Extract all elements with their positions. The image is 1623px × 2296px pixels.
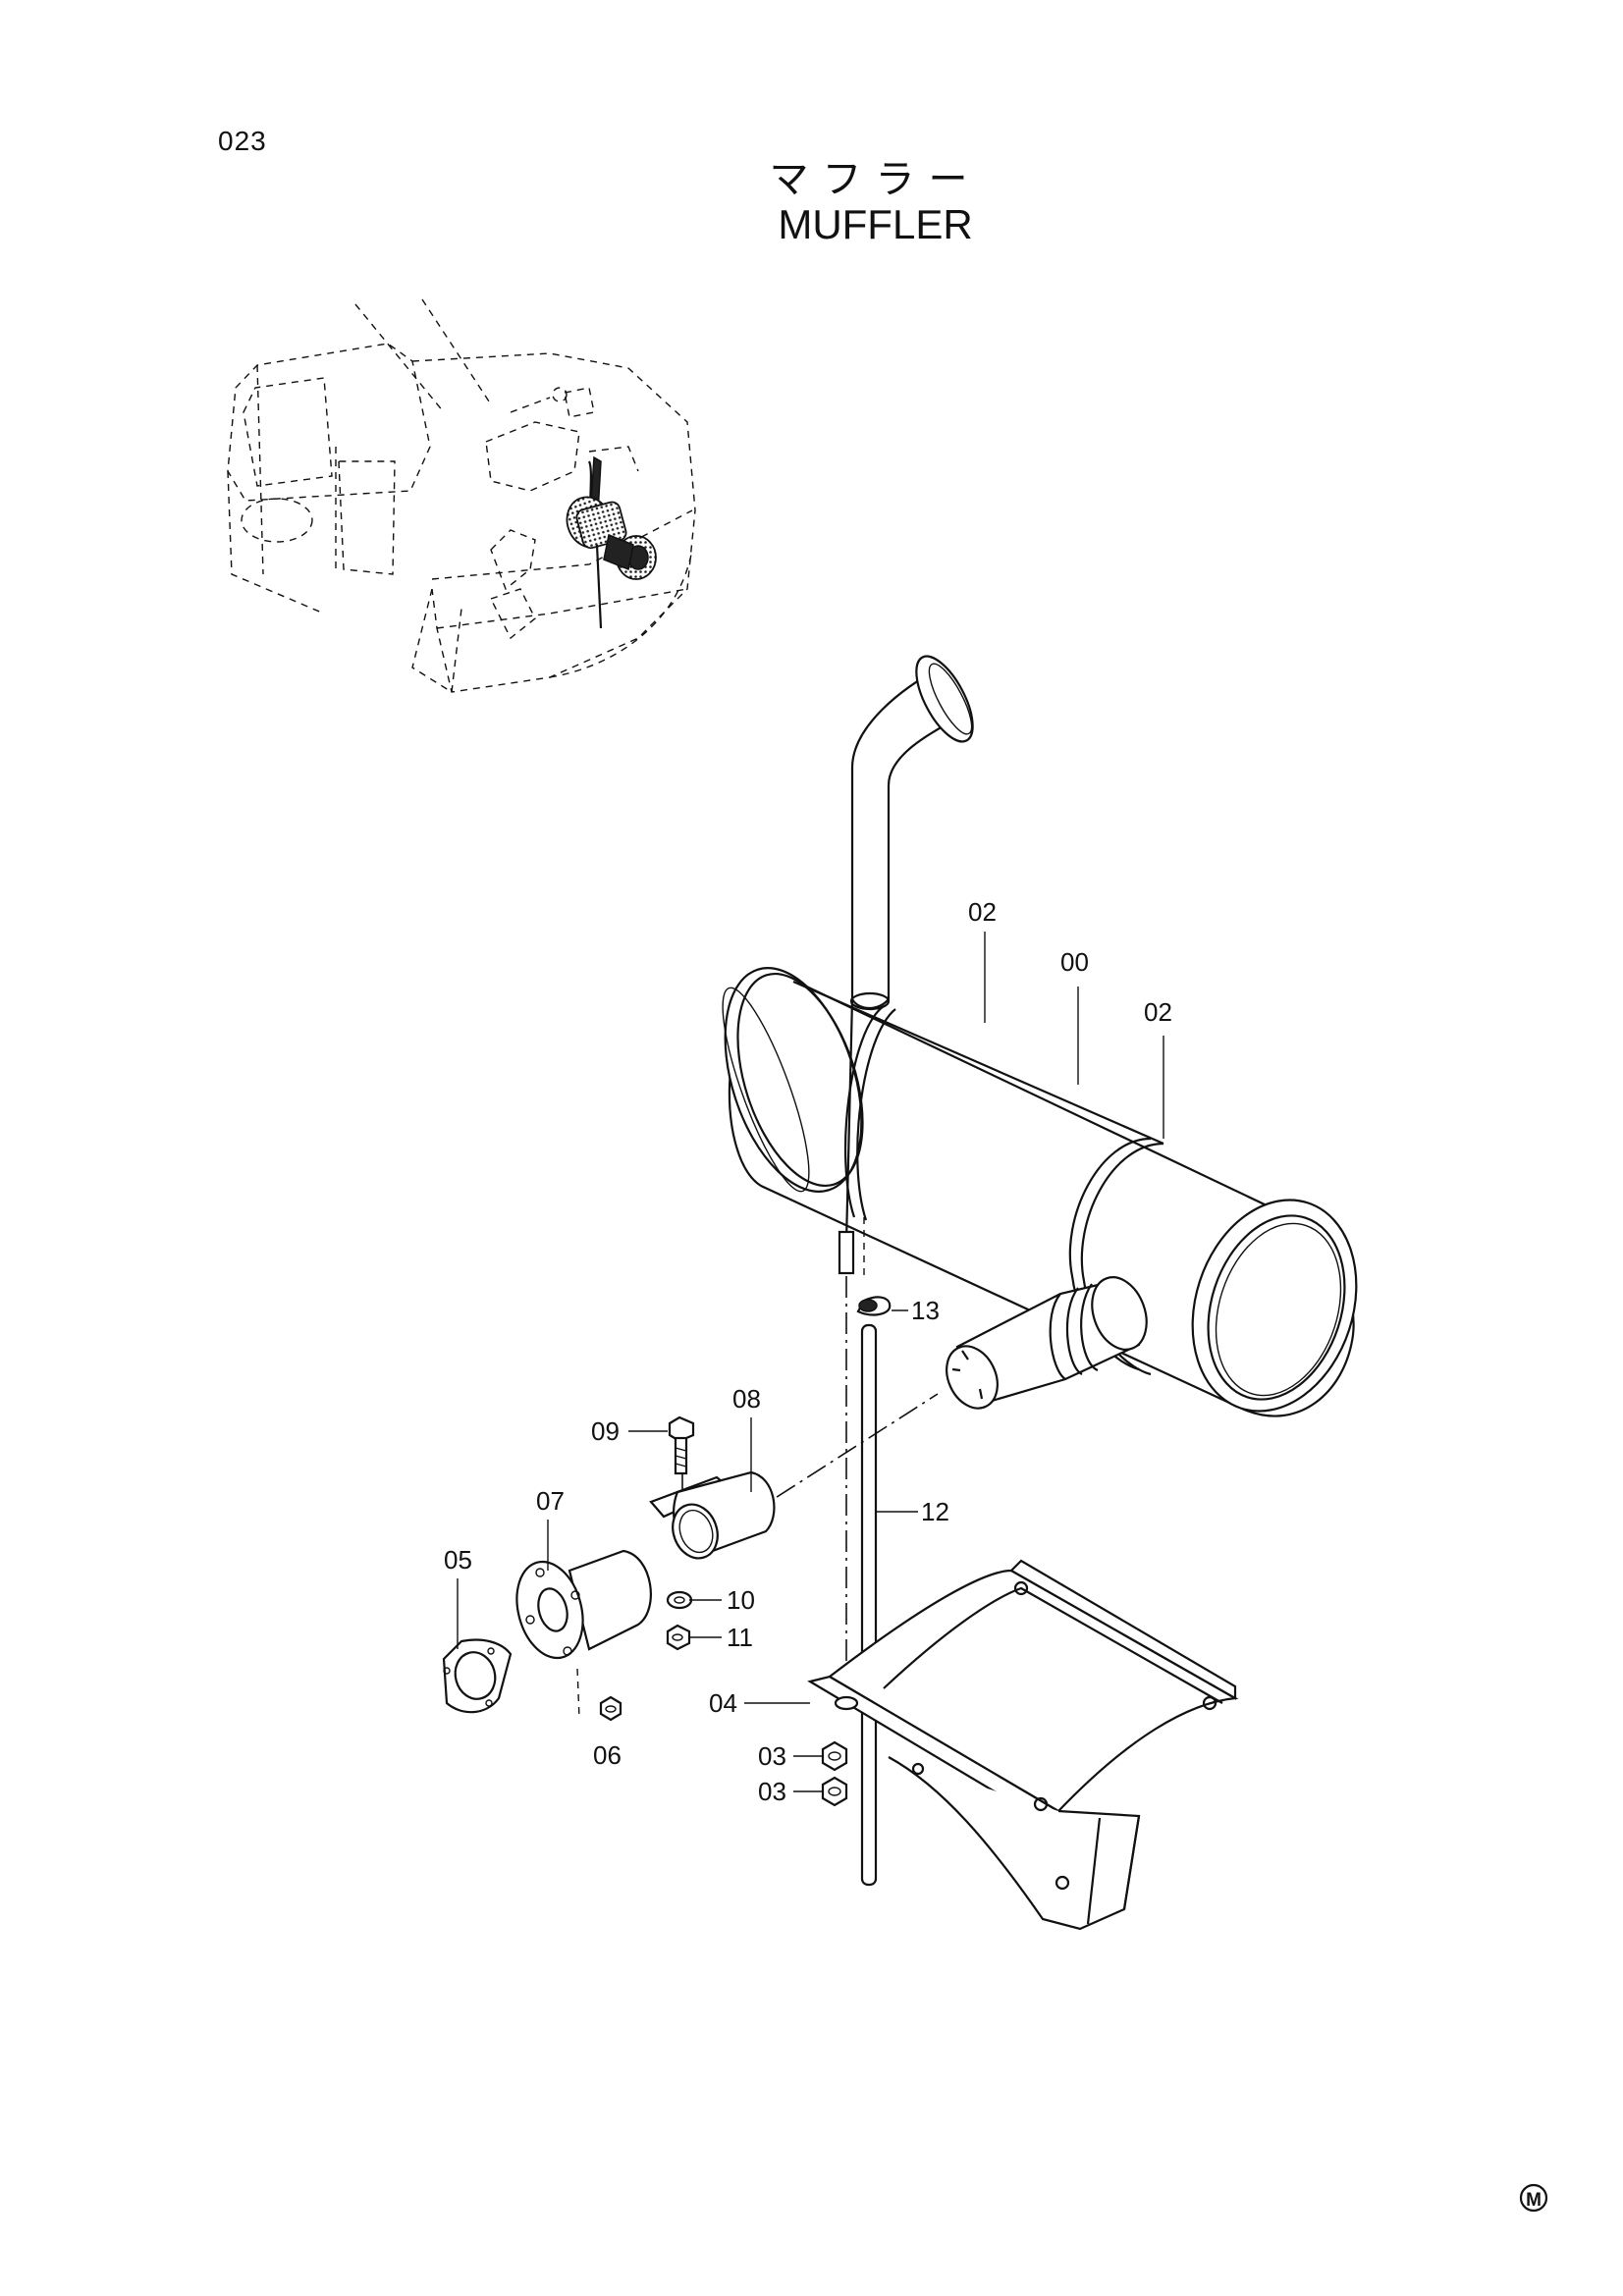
m-mark-label: M — [1526, 2190, 1542, 2211]
page-title: MUFFLER — [778, 201, 973, 247]
callout-02-front: 02 — [968, 897, 997, 927]
callout-09: 09 — [591, 1416, 620, 1446]
callout-10: 10 — [727, 1585, 755, 1615]
clamp-icon — [649, 1393, 939, 1651]
stay-bar-icon — [838, 998, 892, 1887]
callout-13: 13 — [911, 1296, 940, 1325]
page-number: 023 — [218, 126, 267, 156]
pipe-icon — [515, 1549, 652, 1722]
leader-lines — [457, 932, 1164, 1792]
gasket-icon — [442, 1638, 513, 1714]
callout-02-rear: 02 — [1144, 997, 1172, 1027]
callout-04: 04 — [709, 1688, 737, 1718]
callout-03-upper: 03 — [758, 1741, 786, 1771]
callout-07: 07 — [536, 1486, 565, 1516]
callout-11: 11 — [727, 1623, 753, 1652]
muffler-icon — [722, 655, 1358, 1417]
callout-06: 06 — [593, 1740, 622, 1770]
excavator-location-icon — [227, 298, 696, 693]
page-title-japanese: マフラー — [769, 157, 982, 202]
m-mark-icon: M — [1519, 2183, 1548, 2213]
callout-00: 00 — [1060, 947, 1089, 977]
callout-05: 05 — [444, 1545, 472, 1575]
callout-12: 12 — [921, 1497, 949, 1526]
nut-icon — [821, 1740, 848, 1807]
callout-08: 08 — [732, 1384, 761, 1414]
callout-03-lower: 03 — [758, 1777, 786, 1806]
muffler-stand-icon — [807, 1559, 1239, 1931]
